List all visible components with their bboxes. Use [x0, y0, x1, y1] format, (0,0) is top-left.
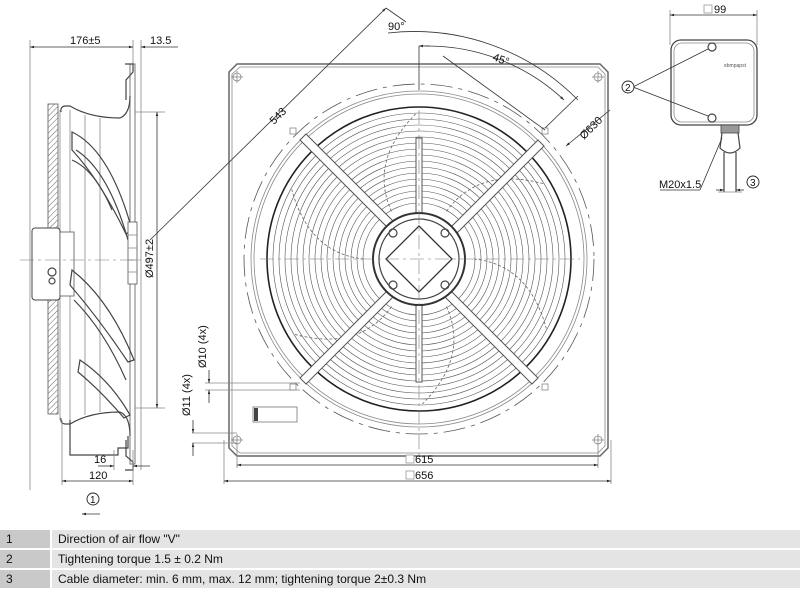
callout-1: 1	[86, 492, 100, 506]
dim-square-656: 656	[415, 470, 433, 482]
legend-text: Direction of air flow "V"	[52, 530, 800, 548]
dim-box-99: 99	[714, 4, 726, 16]
dim-hole-11: Ø11 (4x)	[181, 374, 193, 416]
brand-mark: ebmpapst	[724, 63, 747, 69]
legend-number: 1	[0, 530, 50, 548]
dim-impeller-diameter: Ø497±2	[144, 239, 156, 278]
dim-flange-offset: 13.5	[150, 35, 171, 47]
dim-depth-120: 120	[89, 470, 107, 482]
svg-text:1: 1	[90, 495, 96, 506]
dim-angle-45: 45°	[491, 52, 511, 69]
legend-number: 3	[0, 570, 50, 588]
dim-step-16: 16	[94, 454, 106, 466]
legend-text: Cable diameter: min. 6 mm, max. 12 mm; t…	[52, 570, 800, 588]
callout-3: 3	[746, 175, 760, 189]
legend-number: 2	[0, 550, 50, 568]
legend-row: 1 Direction of air flow "V"	[0, 530, 800, 548]
legend-row: 3 Cable diameter: min. 6 mm, max. 12 mm;…	[0, 570, 800, 588]
terminal-box	[670, 39, 758, 126]
screw-icon	[707, 113, 717, 123]
legend-text: Tightening torque 1.5 ± 0.2 Nm	[52, 550, 800, 568]
legend-table: 1 Direction of air flow "V" 2 Tightening…	[0, 530, 800, 590]
svg-text:3: 3	[750, 178, 756, 189]
svg-text:2: 2	[625, 83, 631, 94]
terminal-box-view: 99 ebmpapst M20x1.5 3 2	[621, 4, 760, 193]
dim-hole-10: Ø10 (4x)	[197, 325, 209, 368]
front-view: 543 90° 45° Ø630 Ø10 (4x) Ø11 (4x) 615	[149, 7, 612, 484]
rating-label	[252, 406, 298, 423]
fan-dimension-drawing: 176±5 13.5	[20, 4, 760, 516]
side-view: 176±5 13.5	[20, 35, 178, 516]
screw-icon	[707, 42, 717, 52]
callout-2: 2	[621, 80, 635, 94]
dim-angle-90: 90°	[388, 21, 405, 33]
dim-depth-total: 176±5	[70, 35, 101, 47]
dim-thread-m20: M20x1.5	[659, 179, 701, 191]
dim-square-615: 615	[415, 454, 433, 466]
legend-row: 2 Tightening torque 1.5 ± 0.2 Nm	[0, 550, 800, 568]
